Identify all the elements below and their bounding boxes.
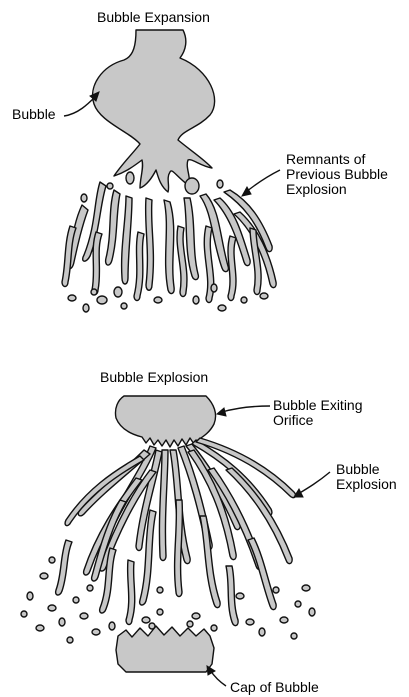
- title-bubble-expansion: Bubble Expansion: [97, 10, 210, 25]
- label-remnants-line-1: Remnants of: [286, 152, 388, 167]
- label-bubble-explosion: Bubble Explosion: [336, 462, 397, 492]
- droplet: [185, 178, 199, 194]
- label-remnants-line-3: Explosion: [286, 182, 388, 197]
- label-cap-of-bubble: Cap of Bubble: [230, 680, 319, 695]
- label-explosion-line-1: Bubble: [336, 462, 397, 477]
- label-remnants: Remnants of Previous Bubble Explosion: [286, 152, 388, 197]
- label-bubble-exiting-orifice: Bubble Exiting Orifice: [273, 398, 363, 428]
- label-remnants-line-2: Previous Bubble: [286, 167, 388, 182]
- bottom-panel: [21, 396, 330, 686]
- bubble-shape: [93, 30, 215, 192]
- label-exiting-line-2: Orifice: [273, 413, 363, 428]
- title-bubble-explosion: Bubble Explosion: [100, 370, 208, 385]
- label-explosion-line-2: Explosion: [336, 477, 397, 492]
- label-exiting-line-1: Bubble Exiting: [273, 398, 363, 413]
- bubble-cap: [116, 626, 214, 672]
- top-panel: [62, 30, 280, 312]
- label-bubble: Bubble: [12, 107, 56, 122]
